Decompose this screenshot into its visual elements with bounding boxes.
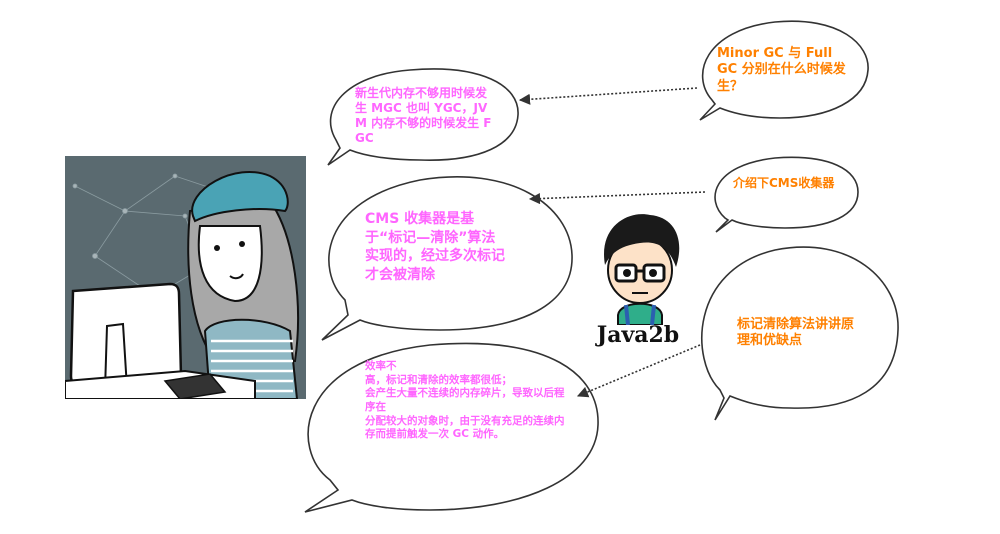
question-text-1: Minor GC 与 Full GC 分别在什么时候发生？: [717, 46, 846, 94]
question-bubble-1: [699, 20, 869, 121]
question-bubble-3: [701, 246, 899, 421]
answer-text-1: 新生代内存不够用时候发生 MGC 也叫 YGC，JVM 内存不够的时候发生 FG…: [355, 86, 492, 145]
question-text-3: 标记清除算法讲讲原理和优缺点: [737, 317, 855, 349]
connector-q2-a2: [528, 191, 706, 205]
java2b-label: Java2b: [596, 322, 680, 348]
answer-text-3: 效率不 高，标记和清除的效率都很低； 会产生大量不连续的内存碎片，导致以后程序在…: [365, 360, 565, 441]
boy-with-glasses-avatar: [580, 205, 700, 355]
question-bubble-2: [714, 156, 859, 233]
girl-at-computer-illustration: [65, 156, 306, 399]
answer-bubble-1: [327, 68, 519, 166]
connector-q1-a1: [518, 87, 698, 105]
answer-text-2: CMS 收集器是基于“标记—清除”算法实现的，经过多次标记才会被清除: [365, 211, 505, 283]
answer-bubble-2: [321, 176, 573, 341]
question-text-2: 介绍下CMS收集器: [733, 176, 835, 190]
answer-bubble-3: [304, 342, 599, 513]
